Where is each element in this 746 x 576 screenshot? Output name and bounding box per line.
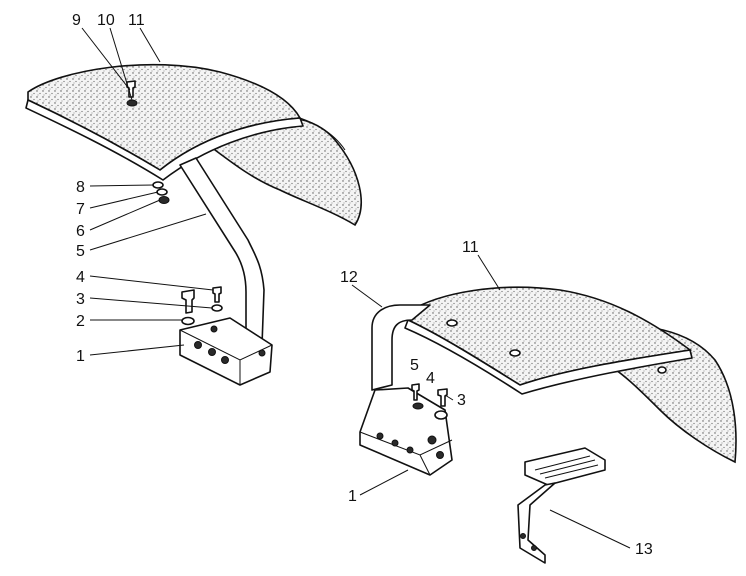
leader-lines	[81, 27, 631, 549]
callout-12: 12	[340, 269, 358, 286]
callout-4-left: 4	[76, 269, 85, 286]
step-hole	[520, 533, 526, 539]
callout-3-left: 3	[76, 291, 85, 308]
washer-7	[156, 188, 168, 196]
callout-13: 13	[635, 541, 653, 558]
left-bracket-hole	[208, 348, 216, 356]
right-fender-assembly	[359, 286, 737, 476]
right-bracket-hole	[406, 446, 414, 454]
callout-6: 6	[76, 223, 85, 240]
callout-5-right: 5	[410, 357, 419, 374]
left-washer	[181, 316, 195, 326]
right-fender-stay	[371, 304, 431, 391]
callout-5-left: 5	[76, 243, 85, 260]
left-bracket-hole	[258, 349, 266, 357]
left-small-bolt	[212, 286, 222, 303]
callout-1-left: 1	[76, 348, 85, 365]
right-washer-4	[412, 402, 424, 410]
nut-6	[158, 196, 170, 204]
left-fender-rim	[25, 99, 304, 181]
right-bracket-hole	[376, 432, 384, 440]
left-fender-rear-edge	[299, 117, 346, 151]
left-mounting-bracket	[179, 317, 273, 386]
right-fender-bolt	[657, 366, 667, 374]
left-small-washer	[211, 304, 223, 312]
left-fender-assembly	[25, 63, 362, 386]
washer-10	[126, 99, 138, 107]
step-hole	[531, 545, 537, 551]
left-bracket-hole	[194, 341, 202, 349]
callout-8: 8	[76, 179, 85, 196]
callout-4-right: 4	[426, 370, 435, 387]
callout-2: 2	[76, 313, 85, 330]
callout-10: 10	[97, 12, 115, 29]
step-bar	[517, 482, 556, 564]
right-bolt-5	[411, 383, 420, 401]
left-bracket-hole	[221, 356, 229, 364]
callout-7: 7	[76, 201, 85, 218]
right-bracket-hole	[391, 439, 399, 447]
callout-1-right: 1	[348, 488, 357, 505]
right-fender-bolt	[446, 319, 458, 327]
callout-11-right: 11	[462, 239, 479, 256]
callout-9: 9	[72, 12, 81, 29]
washer-8	[152, 181, 164, 189]
right-bolt-3	[437, 388, 448, 407]
right-fender-rim	[404, 319, 693, 395]
callout-labels: 9 10 11 8 7 6 5 4 3 2 1 11 12 5 4 3 1 13	[72, 12, 653, 558]
left-bolt	[181, 289, 195, 314]
right-bracket-hole	[436, 451, 444, 459]
right-bracket-hole	[427, 435, 437, 445]
callout-11-left: 11	[128, 12, 145, 29]
right-fender-bolt	[509, 349, 521, 357]
right-washer-3	[434, 410, 448, 420]
left-bracket-hole	[210, 325, 218, 333]
right-mounting-bracket	[359, 387, 453, 476]
callout-3-right: 3	[457, 392, 466, 409]
step-assembly	[517, 447, 606, 564]
